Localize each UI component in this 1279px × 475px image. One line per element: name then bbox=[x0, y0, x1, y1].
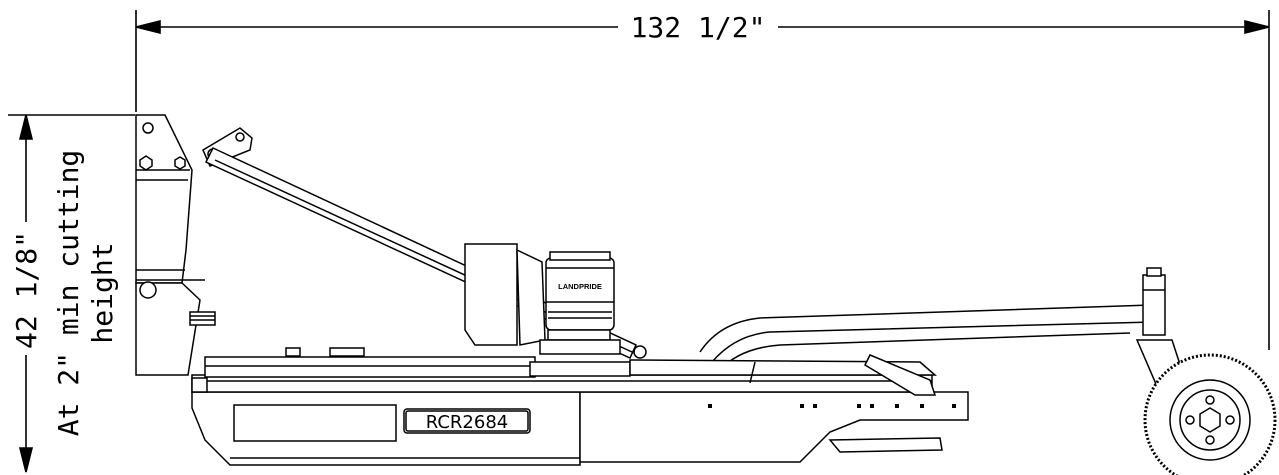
deck-holes bbox=[708, 404, 956, 408]
tail-wheel-arm bbox=[699, 267, 1166, 371]
height-note-line1: At 2" min cutting bbox=[52, 150, 85, 437]
hitch-mast bbox=[135, 114, 205, 376]
model-decal-text: RCR2684 bbox=[426, 412, 509, 433]
overall-length-dimension bbox=[135, 10, 1270, 350]
overall-length-label: 132 1/2" bbox=[631, 11, 766, 44]
height-note-line2: height bbox=[86, 242, 119, 343]
deck bbox=[189, 311, 969, 466]
brand-logo-text: LANDPRIDE bbox=[558, 282, 602, 291]
tail-wheel bbox=[1135, 339, 1277, 475]
height-dimension bbox=[8, 114, 135, 473]
gearbox bbox=[464, 243, 621, 355]
height-value-label: 42 1/8" bbox=[10, 231, 43, 349]
